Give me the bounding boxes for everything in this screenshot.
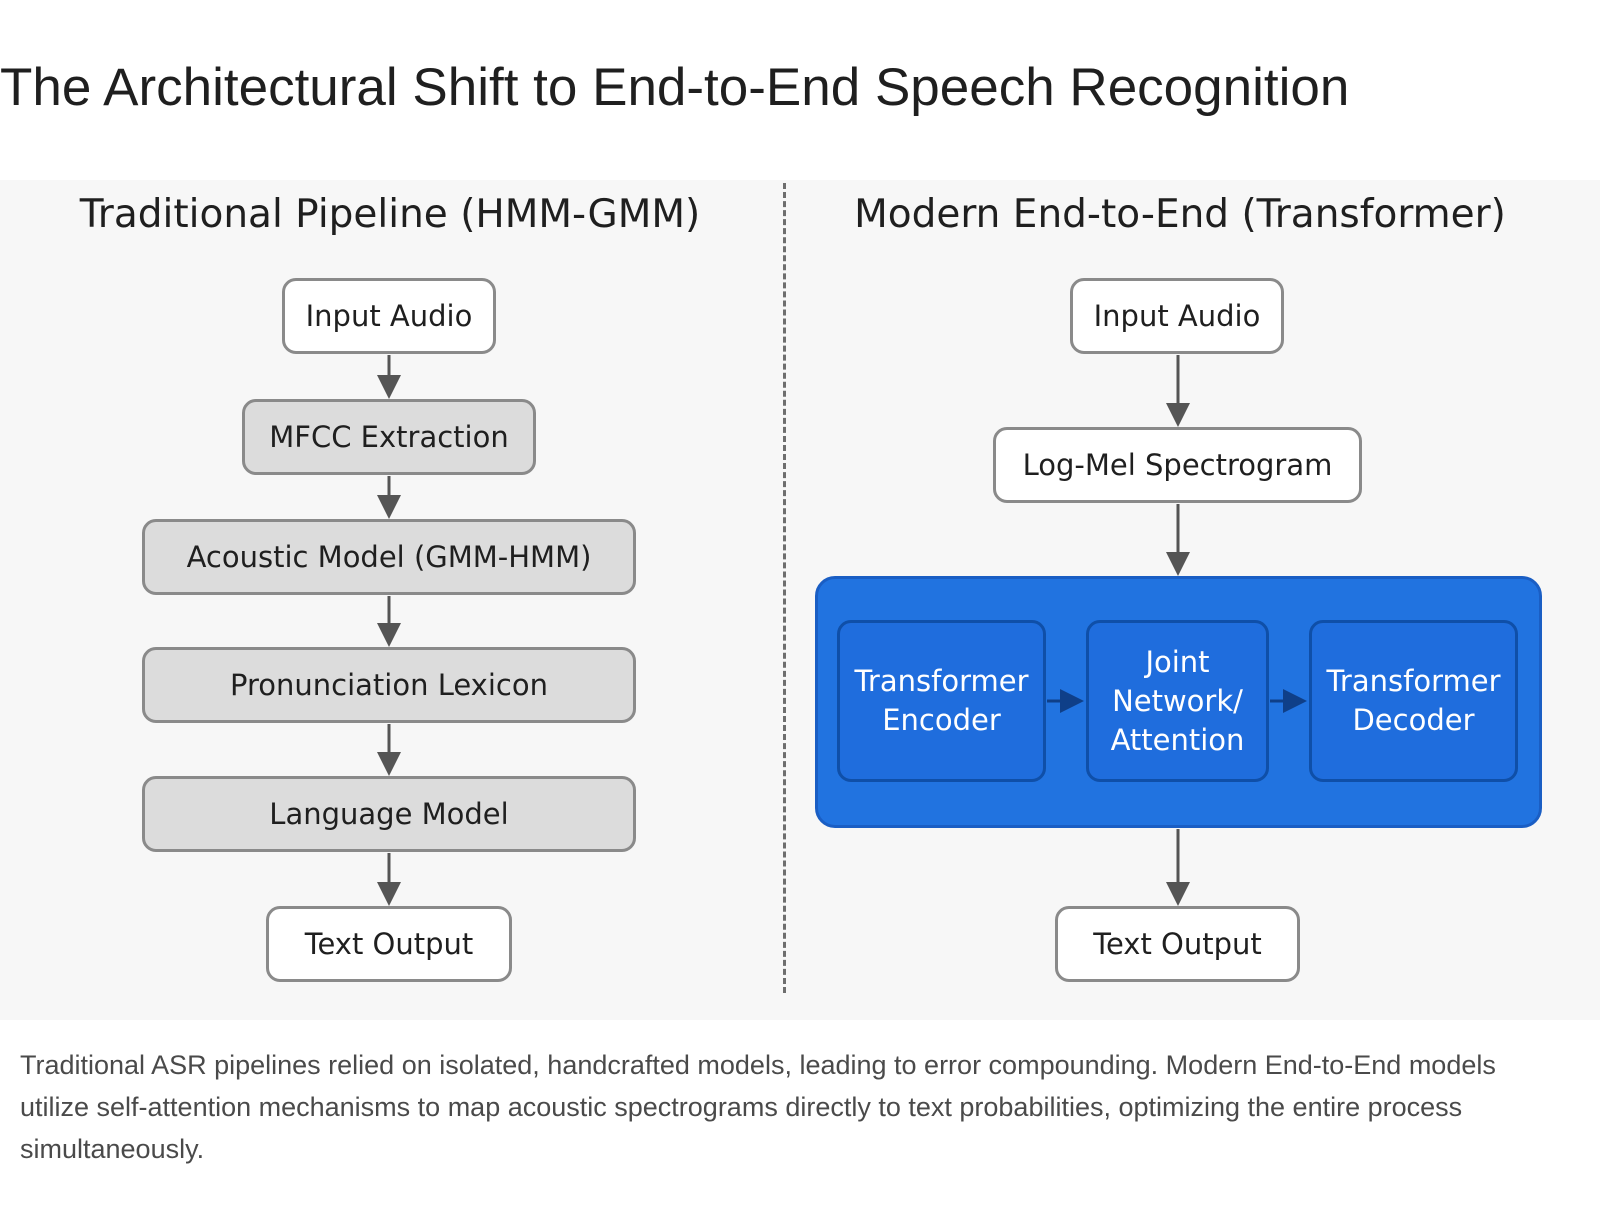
node-transformer-decoder: Transformer Decoder [1309, 620, 1518, 782]
node-input-audio-left: Input Audio [282, 278, 496, 354]
node-input-audio-right: Input Audio [1070, 278, 1284, 354]
node-transformer-encoder: Transformer Encoder [837, 620, 1046, 782]
node-pronunciation-lexicon: Pronunciation Lexicon [142, 647, 636, 723]
node-text-output-right: Text Output [1055, 906, 1300, 982]
caption-text: Traditional ASR pipelines relied on isol… [20, 1050, 1496, 1164]
right-panel-title: Modern End-to-End (Transformer) [854, 192, 1506, 237]
node-log-mel-spectrogram: Log-Mel Spectrogram [993, 427, 1362, 503]
page-title: The Architectural Shift to End-to-End Sp… [0, 58, 1350, 117]
left-panel-title: Traditional Pipeline (HMM-GMM) [79, 192, 701, 237]
node-text-output-left: Text Output [266, 906, 512, 982]
panel-divider [783, 183, 786, 993]
node-mfcc-extraction: MFCC Extraction [242, 399, 536, 475]
node-acoustic-model: Acoustic Model (GMM-HMM) [142, 519, 636, 595]
node-joint-network-attention: Joint Network/ Attention [1086, 620, 1269, 782]
node-language-model: Language Model [142, 776, 636, 852]
